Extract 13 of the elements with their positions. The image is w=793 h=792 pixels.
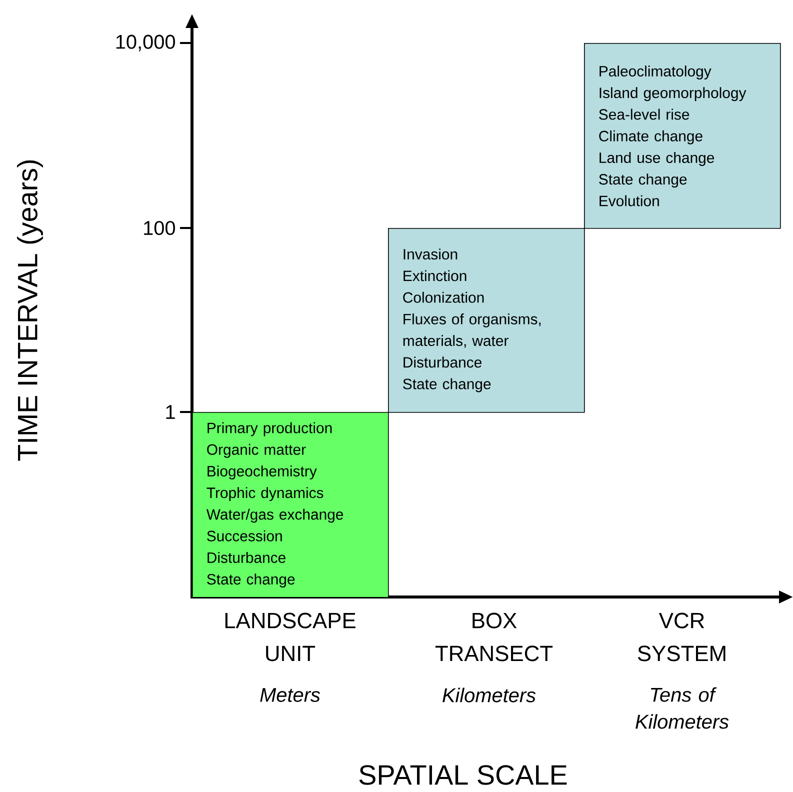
text-box: Primary production Organic matter Biogeochemistry Trophic dynamics Water/gas exchange Succession Disturbance State change — [192, 412, 389, 598]
unit-label: Kilometers — [442, 688, 536, 702]
tick-label: 100 — [144, 220, 175, 236]
tick-label: 1 — [166, 405, 175, 419]
category-label: VCR SYSTEM — [638, 612, 726, 662]
unit-label: Tens of Kilometers — [636, 687, 729, 729]
axis-title: SPATIAL SCALE — [359, 765, 567, 785]
text-box: Invasion Extinction Colonization Fluxes of organisms, materials, water Disturbance State change — [388, 228, 585, 413]
category-label: BOX TRANSECT — [435, 612, 553, 662]
axis-title: TIME INTERVAL (years) — [17, 160, 43, 461]
tick-label: 10,000 — [116, 34, 175, 52]
unit-label: Meters — [260, 688, 320, 702]
text-box: Paleoclimatology Island geomorphology Sea-level rise Climate change Land use change State change Evolution — [584, 43, 781, 229]
